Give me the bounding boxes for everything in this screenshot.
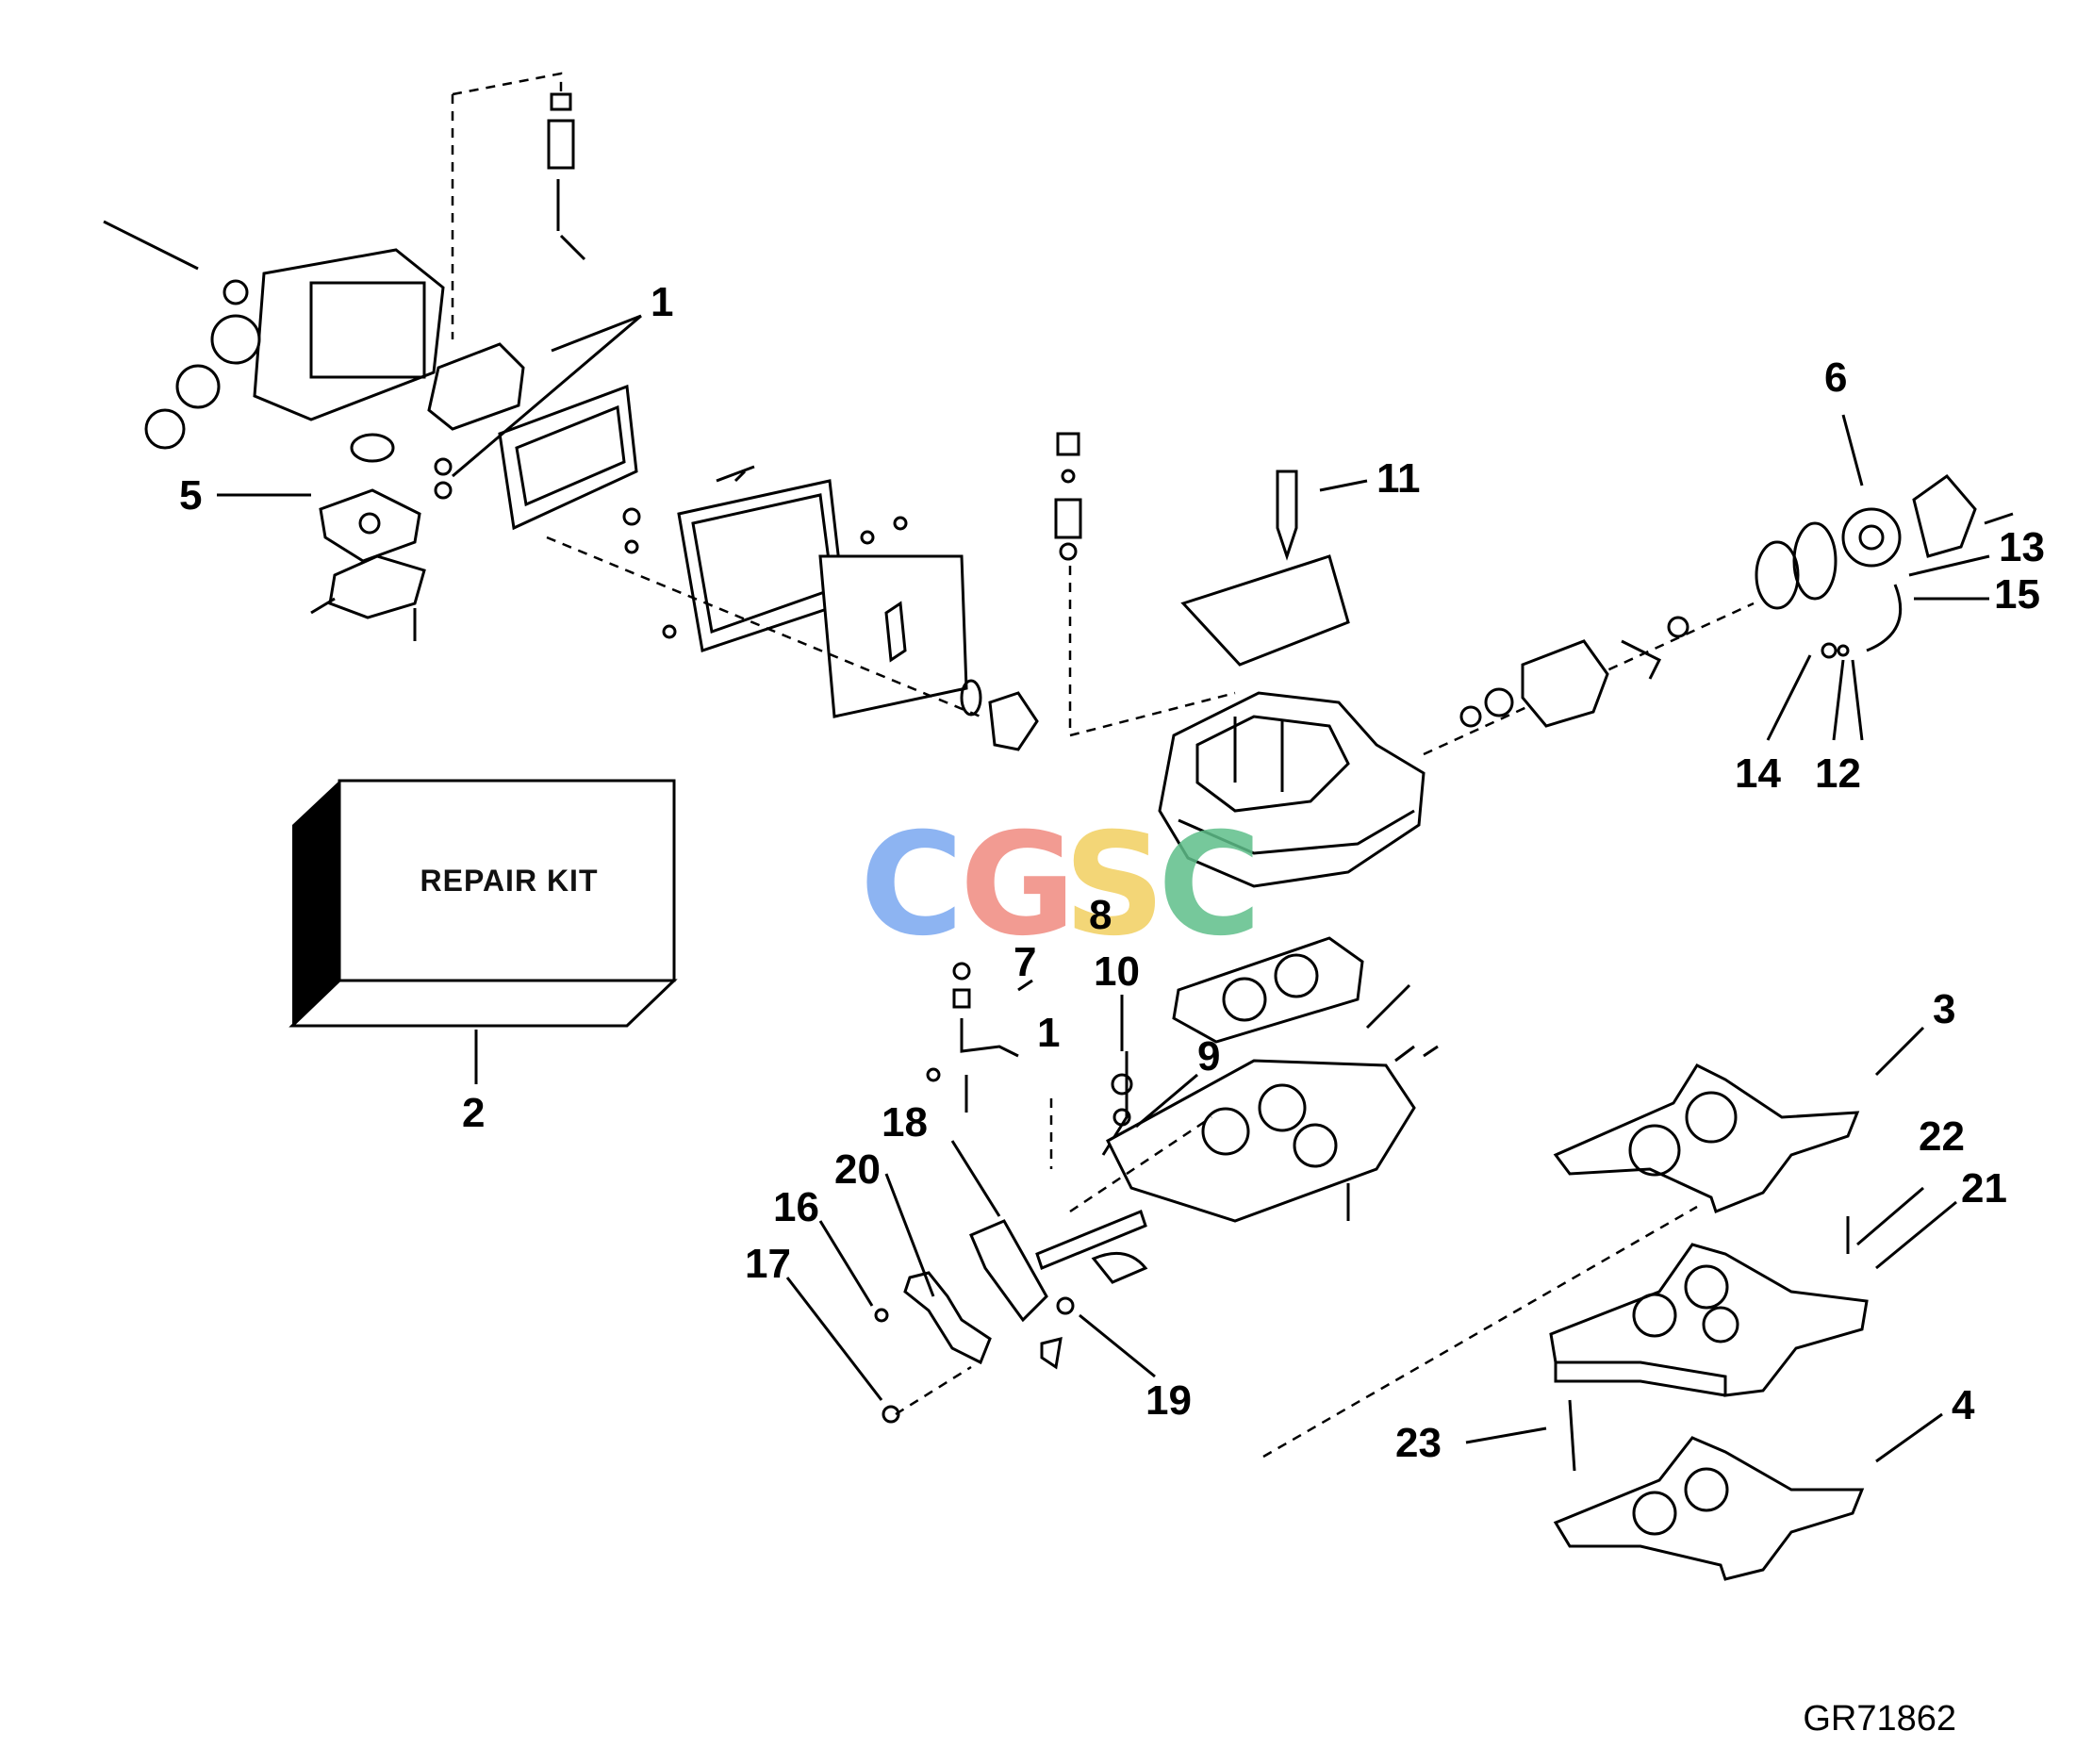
callout-13: 13 [1999,524,2045,570]
callout-5: 5 [179,472,202,519]
callout-14: 14 [1735,750,1781,797]
leader-lines [217,314,1990,1463]
watermark-letter-c1: C [860,803,964,967]
callout-labels: 1 2 3 4 5 6 7 8 9 10 11 1 12 13 14 15 16… [179,279,2045,1466]
callout-1b: 1 [1037,1010,1060,1056]
needle-and-gasket [1180,470,1350,667]
callout-7: 7 [1014,939,1036,985]
callout-17: 17 [745,1241,791,1287]
callout-12: 12 [1815,750,1861,797]
metering-block-assembly [498,384,1039,751]
callout-6: 6 [1824,354,1847,401]
repair-kit-box: REPAIR KIT [288,779,678,1084]
watermark-letter-c2: C [1158,803,1261,967]
callout-9: 9 [1197,1033,1220,1080]
watermark-letter-g: G [960,803,1076,967]
fuel-bowl-assembly [103,72,586,641]
callout-8: 8 [1089,892,1112,938]
pump-diaphragm-assembly [1423,473,2014,756]
callout-1: 1 [651,279,673,325]
callout-10: 10 [1094,948,1140,995]
spacer-gaskets [1262,1063,1869,1581]
carburetor-main-body [1158,691,1426,888]
callout-18: 18 [882,1099,928,1146]
callout-2: 2 [462,1090,485,1136]
callout-3: 3 [1933,986,1955,1032]
watermark-letter-s: S [1063,803,1165,967]
cgsc-watermark: C G S C [860,803,1261,967]
callout-19: 19 [1145,1377,1192,1424]
drawing-reference: GR71862 [1803,1699,1956,1739]
callout-15: 15 [1994,571,2040,618]
callout-21: 21 [1961,1165,2007,1212]
callout-11: 11 [1376,455,1421,502]
callout-23: 23 [1395,1420,1442,1466]
inlet-fitting [1054,432,1236,737]
callout-20: 20 [834,1146,881,1193]
throttle-body [1106,1045,1439,1223]
linkage-assembly [874,962,1212,1424]
callout-16: 16 [773,1184,819,1230]
callout-4: 4 [1952,1382,1975,1428]
repair-kit-label: REPAIR KIT [420,864,599,898]
callout-22: 22 [1919,1113,1965,1160]
